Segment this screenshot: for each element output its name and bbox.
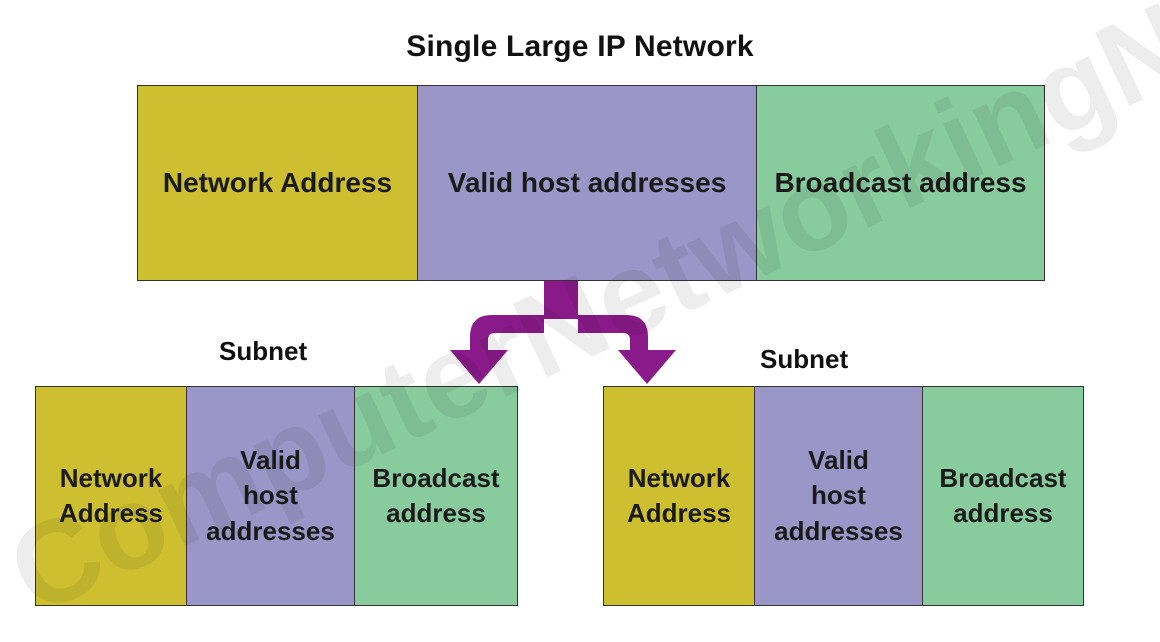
- main-host-addresses: Valid host addresses: [417, 86, 756, 280]
- subnet-block-right: Network Address Valid host addresses Bro…: [603, 386, 1084, 606]
- subnet-broadcast-address: Broadcast address: [922, 387, 1083, 605]
- subnet-network-address: Network Address: [36, 387, 186, 605]
- main-network-address: Network Address: [138, 86, 417, 280]
- main-broadcast-address: Broadcast address: [756, 86, 1044, 280]
- text-line: Valid: [240, 445, 301, 476]
- subnet-network-address: Network Address: [604, 387, 754, 605]
- subnet-broadcast-address: Broadcast address: [354, 387, 517, 605]
- subnet-label-left: Subnet: [219, 336, 308, 366]
- subnet-host-addresses: Valid host addresses: [186, 387, 354, 605]
- text-line: Broadcast: [939, 462, 1067, 493]
- text-line: Valid: [808, 445, 869, 476]
- subnet-label-right: Subnet: [760, 344, 849, 374]
- text-line: Address: [58, 498, 164, 528]
- text-line: host: [243, 480, 298, 511]
- text-line: addresses: [774, 515, 903, 546]
- split-arrow-icon: [450, 281, 676, 384]
- text-line: Broadcast: [372, 462, 500, 493]
- text-line: Network: [59, 462, 163, 493]
- subnet-block-left: Network Address Valid host addresses Bro…: [35, 386, 518, 606]
- subnet-host-addresses: Valid host addresses: [754, 387, 922, 605]
- text-line: address: [953, 498, 1053, 528]
- diagram-title: Single Large IP Network: [406, 30, 754, 63]
- text-line: Network: [627, 462, 731, 493]
- text-line: host: [811, 480, 866, 511]
- main-network-block: Network Address Valid host addresses Bro…: [137, 85, 1045, 281]
- text-line: address: [386, 498, 486, 528]
- text-line: Address: [626, 498, 732, 528]
- text-line: addresses: [206, 515, 335, 546]
